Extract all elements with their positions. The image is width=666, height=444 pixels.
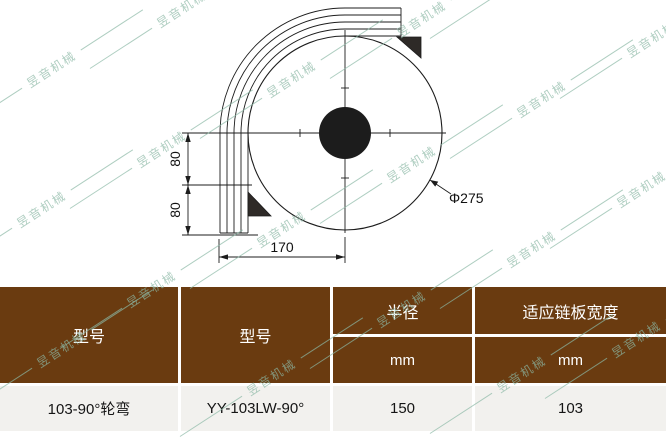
dim-label-diameter: Φ275 [449,190,484,206]
dim-label-170: 170 [270,239,294,255]
rail-extensions-left [219,133,249,234]
header-model: 型号 [0,287,178,383]
header-radius: 半径 [333,287,472,334]
bracket-right [395,36,422,59]
header-chain-width-unit: mm [475,337,666,383]
header-radius-unit: mm [333,337,472,383]
wheel-bend-drawing: 80 80 170 Φ275 [167,7,484,263]
dim-label-80-bottom: 80 [167,202,183,218]
header-model-code: 型号 [181,287,330,383]
rail-extensions-top [345,7,402,37]
dimension-vertical-80-80: 80 80 [167,132,258,236]
row-model: 103-90°轮弯 [0,386,178,431]
bracket-left [247,191,272,217]
spec-table: 型号 型号 半径 适应链板宽度 mm mm 103-90°轮弯 YY-103LW… [0,287,666,431]
row-chain-width: 103 [475,386,666,431]
header-chain-width: 适应链板宽度 [475,287,666,334]
row-model-code: YY-103LW-90° [181,386,330,431]
dimension-diameter: Φ275 [429,179,484,206]
technical-drawing: 80 80 170 Φ275 [167,7,484,263]
row-radius: 150 [333,386,472,431]
dimension-horizontal-170: 170 [218,237,346,263]
dim-label-80-top: 80 [167,151,183,167]
guide-rail-arcs [219,7,346,134]
